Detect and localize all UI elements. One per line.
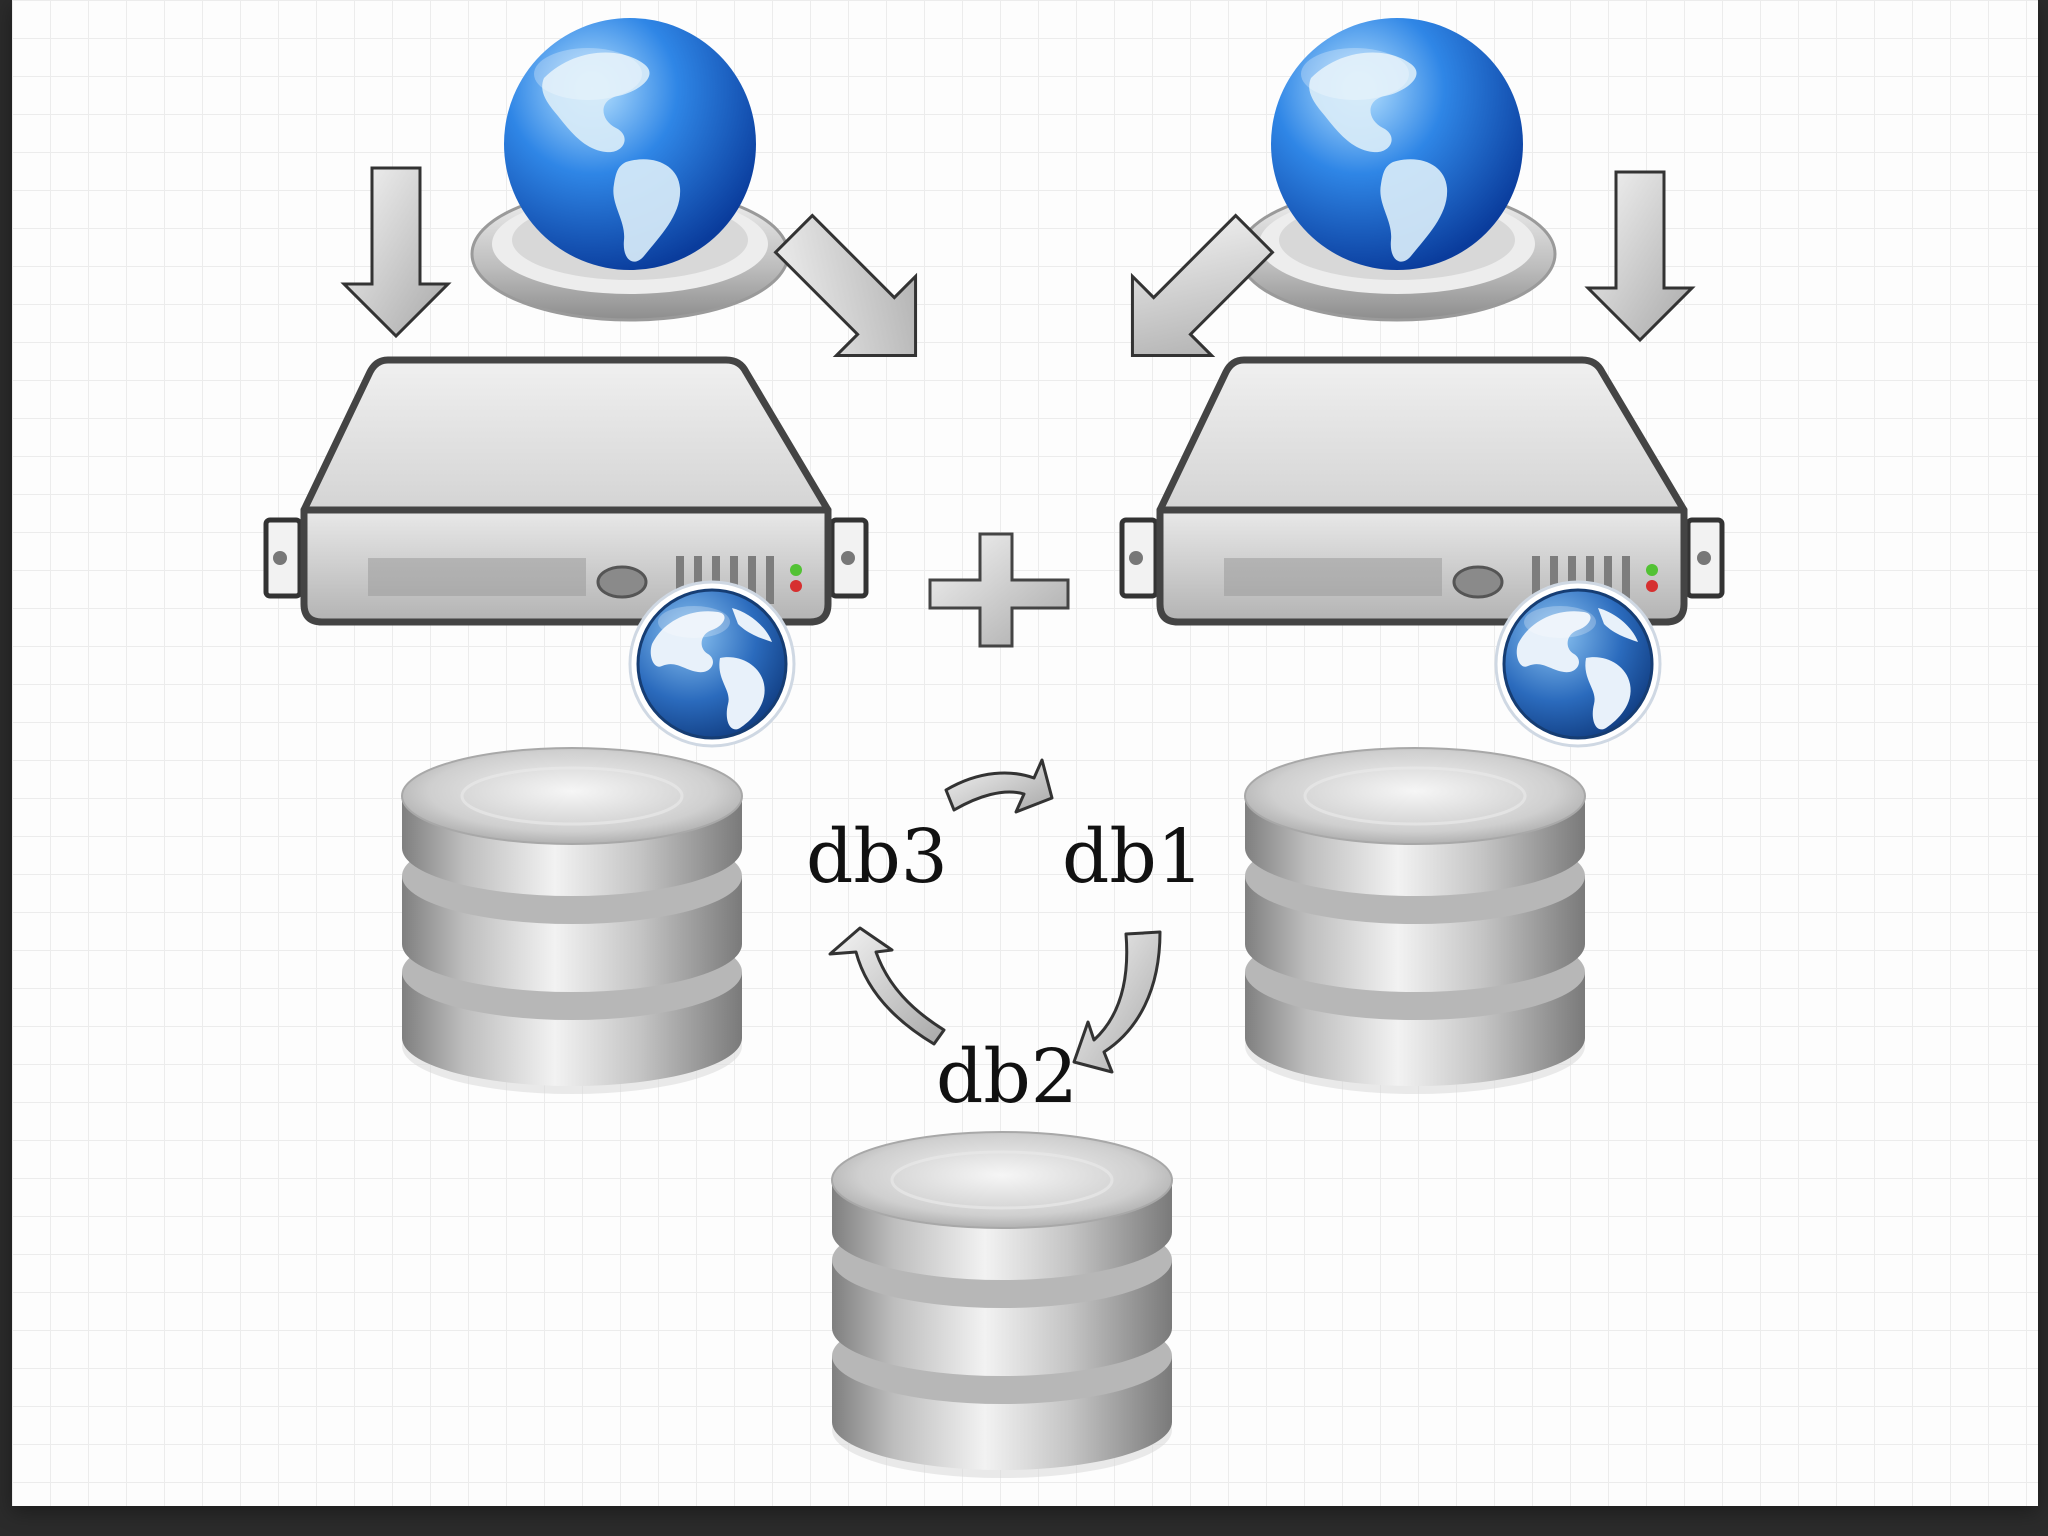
- web-server-icon-right: [1122, 360, 1722, 622]
- small-globe-icon-left: [628, 580, 796, 748]
- globe-icon-left: [470, 16, 790, 322]
- db1-label: db1: [1062, 814, 1204, 900]
- curved-arrow-icon-db3-to-db1: [944, 758, 1054, 814]
- curved-arrow-icon-db1-to-db2: [1072, 930, 1162, 1074]
- slide-background: [12, 0, 2038, 1506]
- curved-arrow-icon-db2-to-db3: [828, 926, 946, 1046]
- arrow-diagonal-icon-left: [773, 213, 918, 358]
- plus-icon: [928, 532, 1070, 648]
- web-server-icon-left: [266, 360, 866, 622]
- database-icon-db3: [400, 746, 744, 1096]
- database-icon-db1: [1243, 746, 1587, 1096]
- small-globe-icon-right: [1494, 580, 1662, 748]
- globe-icon-right: [1237, 16, 1557, 322]
- db2-label: db2: [936, 1034, 1078, 1120]
- arrow-diagonal-icon-right: [1130, 213, 1275, 358]
- database-icon-db2: [830, 1130, 1174, 1480]
- arrow-down-icon-left: [342, 166, 450, 338]
- db3-label: db3: [806, 814, 948, 900]
- arrow-down-icon-right: [1586, 170, 1694, 342]
